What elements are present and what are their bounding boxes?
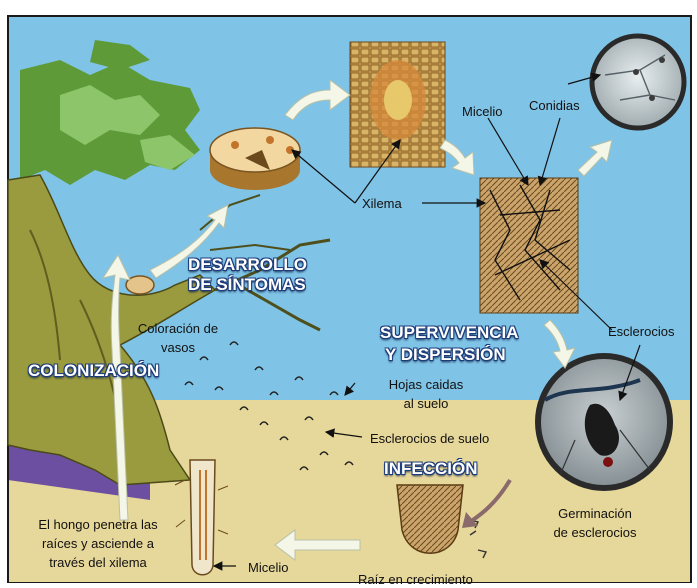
stage-survival-line2: Y DISPERSIÓN xyxy=(385,345,506,364)
label-micelio-top: Micelio xyxy=(462,104,502,120)
label-hojas-line2: al suelo xyxy=(376,396,476,412)
stage-survival-line1: SUPERVIVENCIA xyxy=(380,323,519,342)
label-hojas-line1: Hojas caidas xyxy=(376,377,476,393)
xylem-micrograph xyxy=(350,42,445,167)
stem-cross-section xyxy=(210,128,300,190)
label-micelio-bottom: Micelio xyxy=(248,560,288,576)
label-conidias: Conidias xyxy=(529,98,580,114)
label-germinacion-line1: Germinación xyxy=(535,506,655,522)
label-coloracion-line2: vasos xyxy=(128,340,228,356)
label-hongo-line1: El hongo penetra las xyxy=(18,517,178,533)
conidia-micrograph xyxy=(592,36,684,128)
label-xilema: Xilema xyxy=(362,196,402,212)
label-esclerocios-suelo: Esclerocios de suelo xyxy=(370,431,489,447)
stage-infection: INFECCIÓN xyxy=(384,459,478,478)
label-hongo-line3: través del xilema xyxy=(18,555,178,571)
vessel-mycelium-panel xyxy=(480,178,578,313)
label-esclerocios: Esclerocios xyxy=(608,324,674,340)
label-raiz: Raíz en crecimiento xyxy=(358,572,473,588)
label-germinacion-line2: de esclerocios xyxy=(535,525,655,541)
label-coloracion-line1: Coloración de xyxy=(128,321,228,337)
stage-symptoms-line1: DESARROLLO xyxy=(188,255,307,274)
sclerotia-micrograph xyxy=(538,356,670,488)
stage-symptoms-line2: DE SÍNTOMAS xyxy=(188,275,306,294)
stage-colonization: COLONIZACIÓN xyxy=(28,361,159,380)
label-hongo-line2: raíces y asciende a xyxy=(18,536,178,552)
